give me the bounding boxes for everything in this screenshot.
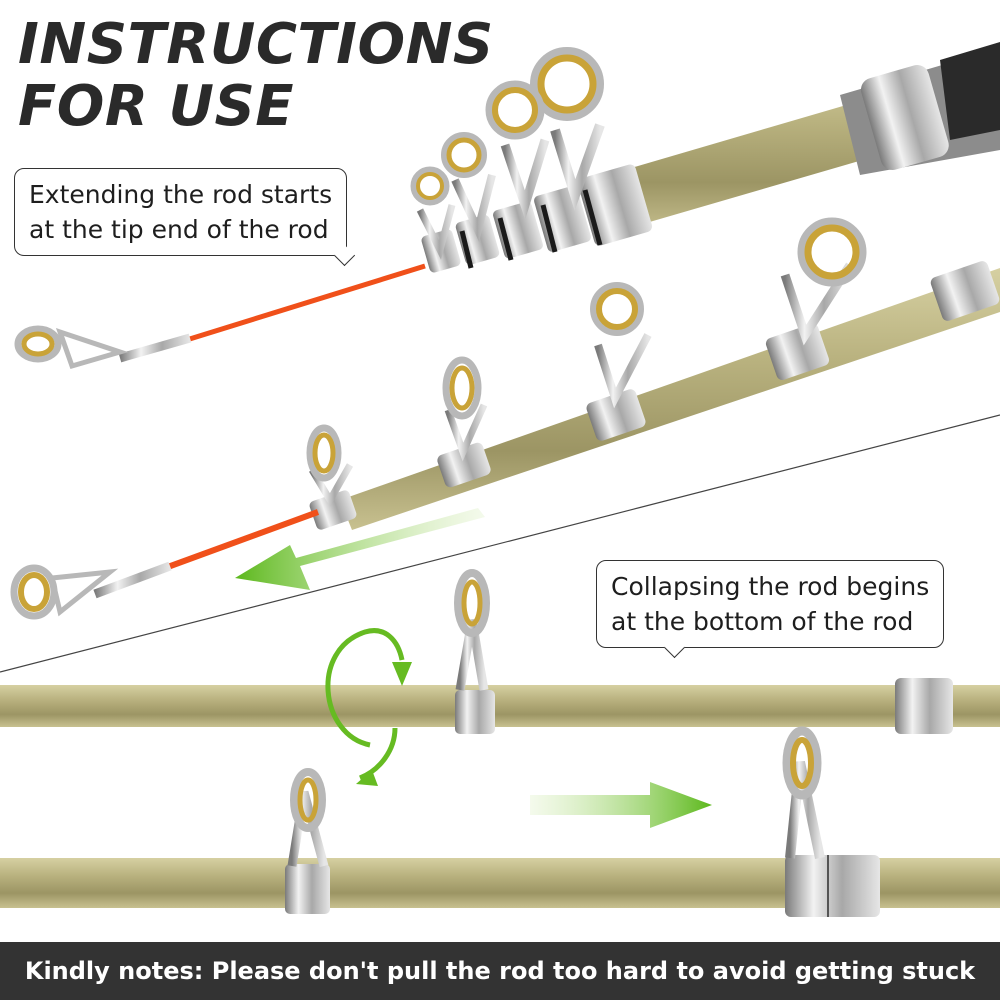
- rod-lower-1: [0, 569, 1000, 734]
- page-title: INSTRUCTIONS FOR USE: [18, 14, 494, 138]
- rotate-icon: [325, 628, 405, 781]
- rod-lower-2: [0, 726, 1000, 917]
- arrow-right-icon: [530, 782, 712, 828]
- title-line-2: FOR USE: [18, 74, 295, 139]
- extend-callout: Extending the rod starts at the tip end …: [14, 168, 348, 256]
- collapse-callout-line-1: Collapsing the rod begins: [611, 572, 930, 601]
- rod-illustration: [0, 42, 1000, 917]
- arrow-left-icon: [235, 508, 485, 590]
- title-line-1: INSTRUCTIONS: [18, 12, 494, 77]
- rod-middle: [10, 217, 1000, 620]
- collapse-callout: Collapsing the rod begins at the bottom …: [596, 560, 945, 648]
- rod-top: [14, 42, 1000, 370]
- divider-line: [0, 414, 1000, 673]
- extend-callout-line-2: at the tip end of the rod: [29, 215, 329, 244]
- extend-callout-line-1: Extending the rod starts: [29, 180, 333, 209]
- footer-note: Kindly notes: Please don't pull the rod …: [0, 942, 1000, 1000]
- collapse-callout-line-2: at the bottom of the rod: [611, 607, 914, 636]
